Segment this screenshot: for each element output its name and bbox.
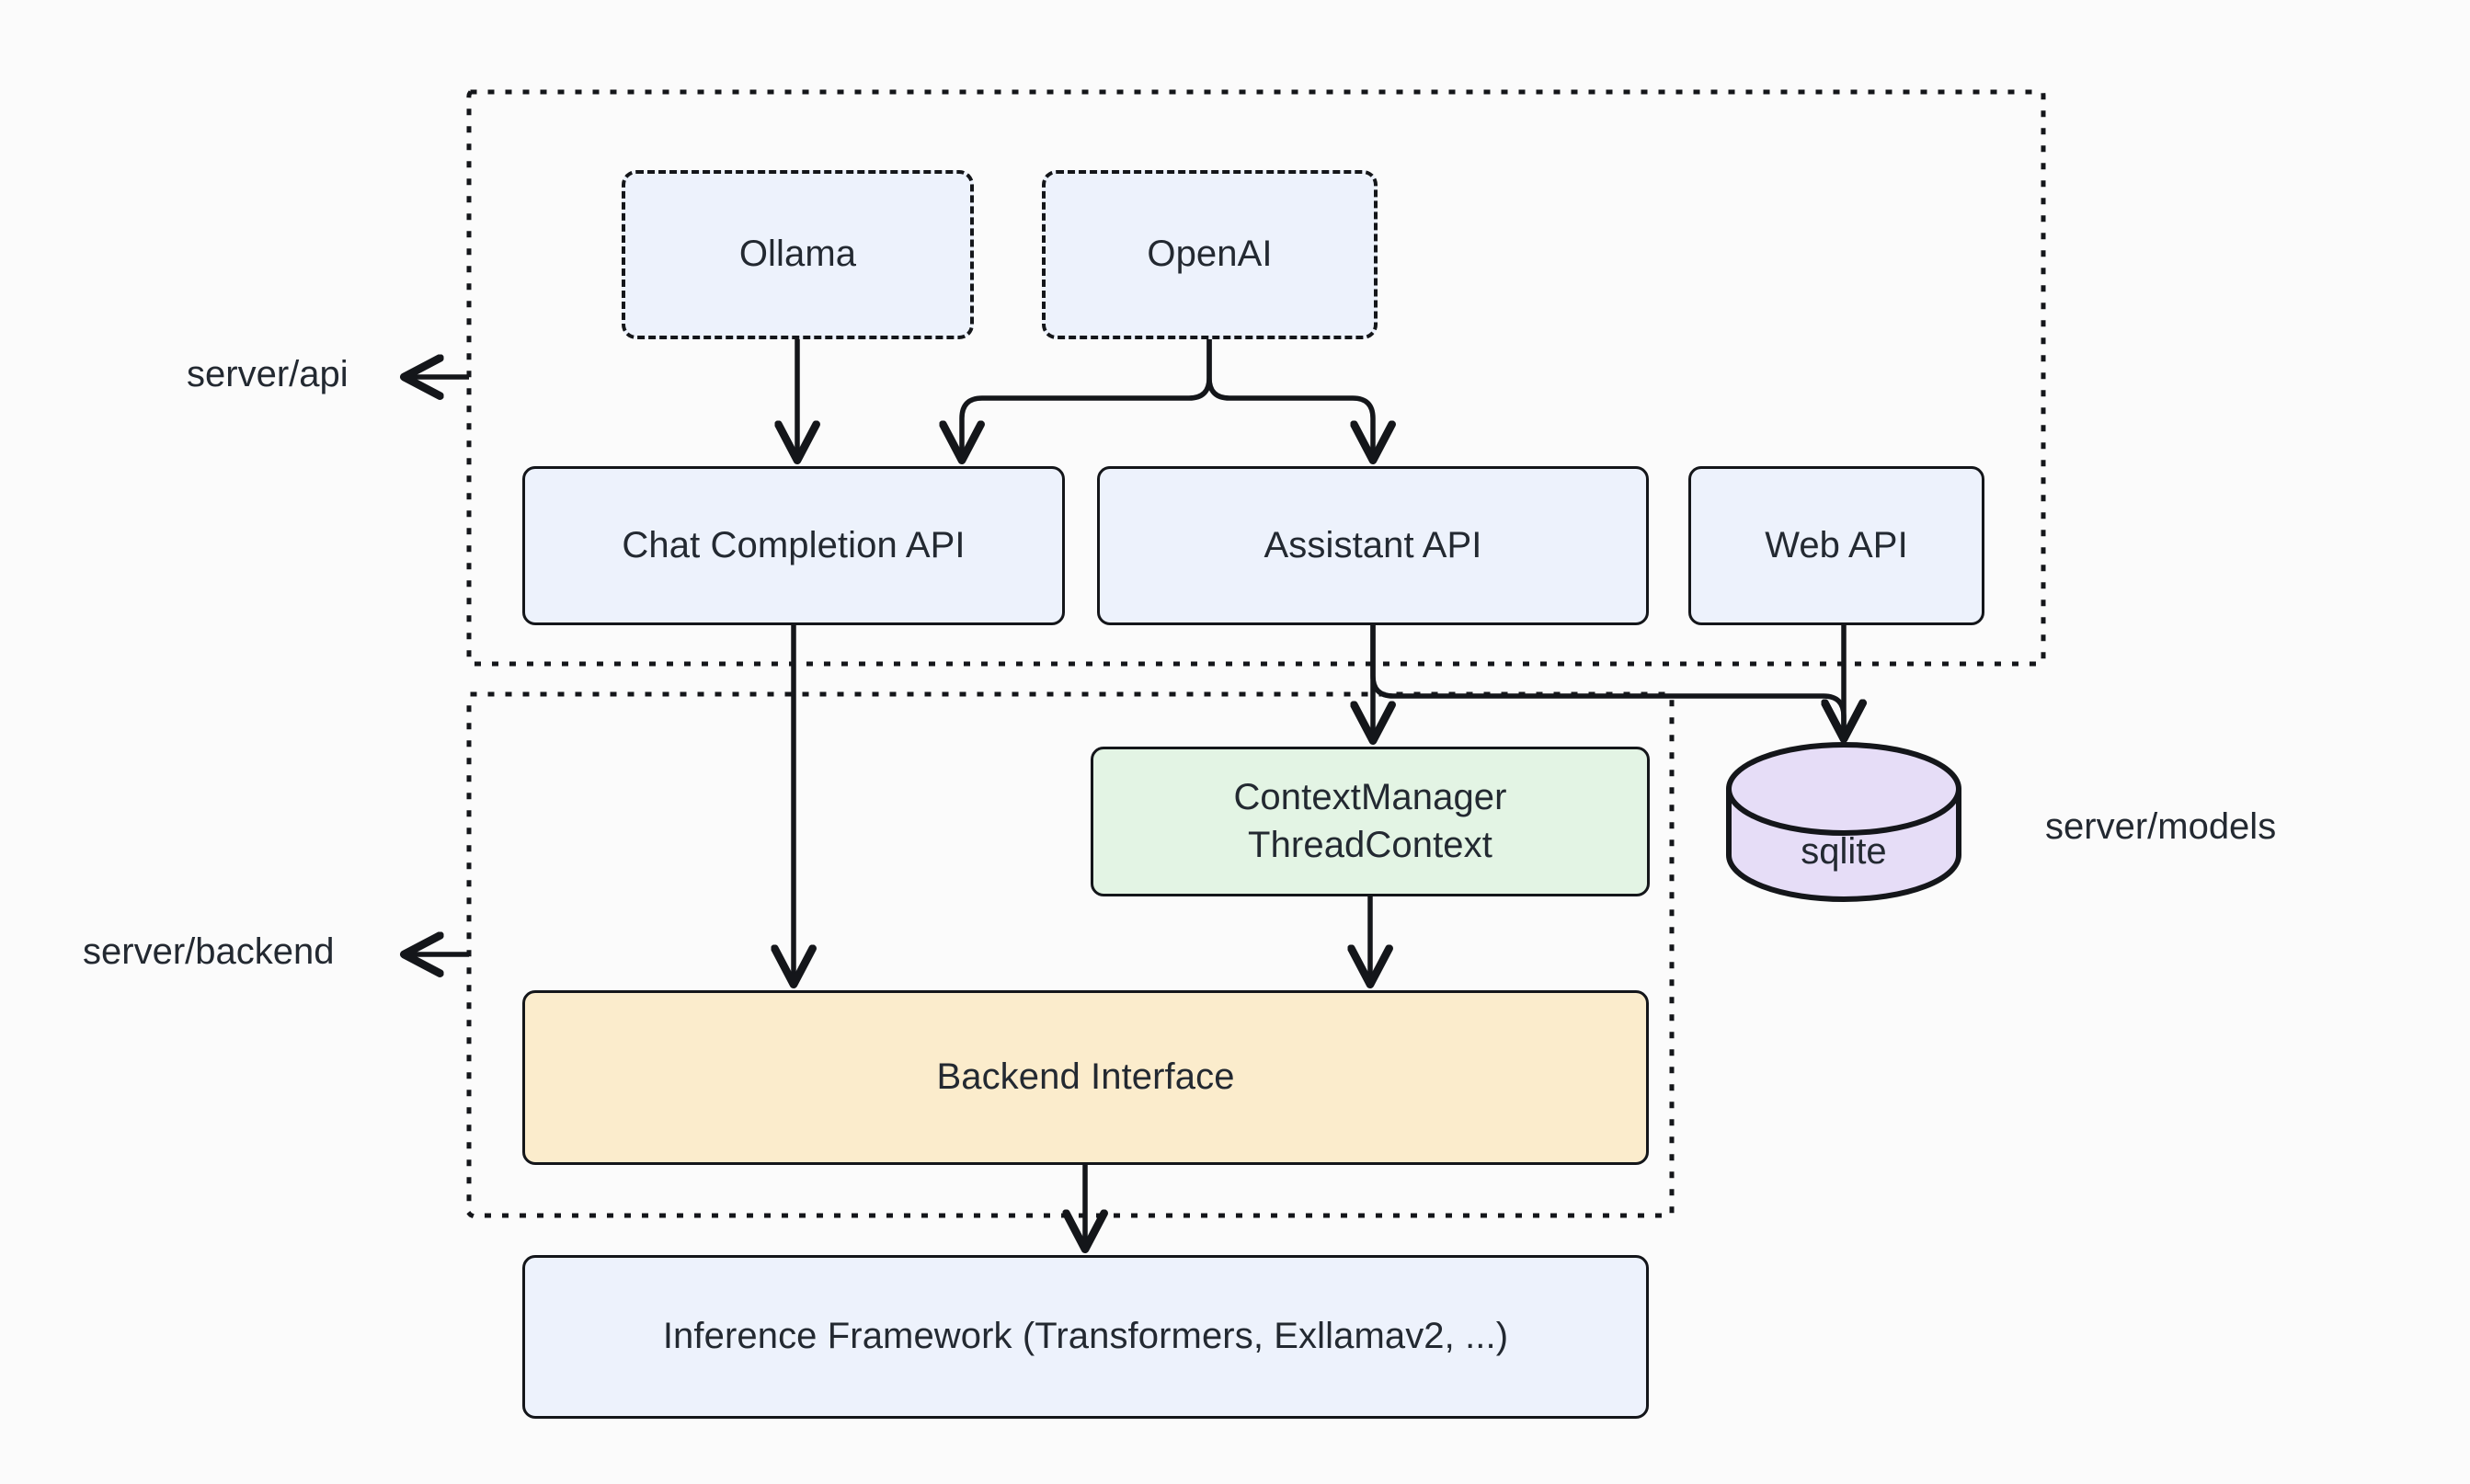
sqlite-cylinder-shape (1726, 742, 1961, 902)
node-web-api[interactable]: Web API (1688, 466, 1984, 625)
edge-openai-to-chat (962, 339, 1212, 457)
edge-openai-to-assistant (1206, 339, 1373, 457)
node-sqlite-label[interactable]: sqlite (1801, 831, 1887, 872)
group-box-server-api (466, 89, 2046, 667)
node-openai[interactable]: OpenAI (1042, 170, 1378, 339)
node-ollama[interactable]: Ollama (622, 170, 974, 339)
node-chat-completion-api[interactable]: Chat Completion API (522, 466, 1065, 625)
node-backend-interface[interactable]: Backend Interface (522, 990, 1649, 1165)
group-label-server-models: server/models (2045, 806, 2277, 847)
node-assistant-api[interactable]: Assistant API (1097, 466, 1649, 625)
node-context-manager[interactable]: ContextManager ThreadContext (1091, 747, 1650, 896)
node-inference-framework[interactable]: Inference Framework (Transformers, Exlla… (522, 1255, 1649, 1419)
group-label-server-api: server/api (187, 354, 349, 394)
group-label-server-backend: server/backend (83, 931, 335, 972)
edge-assistant-to-sqlite (1370, 625, 1844, 736)
